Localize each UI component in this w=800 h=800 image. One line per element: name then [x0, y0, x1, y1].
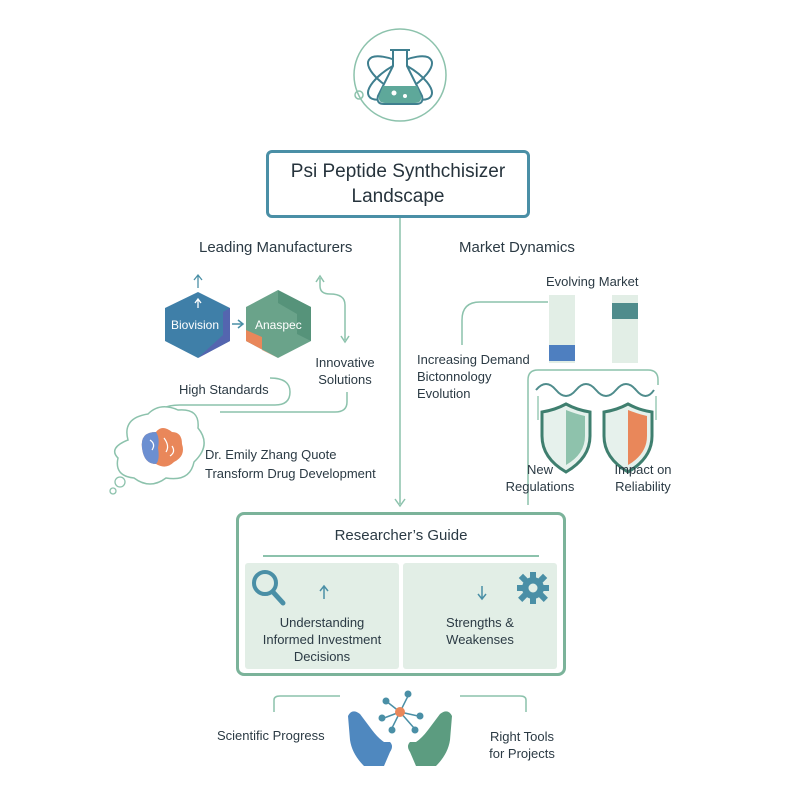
guide-divider — [263, 555, 539, 557]
quote-line-1: Dr. Emily Zhang Quote — [205, 447, 337, 462]
brain-thought-icon — [109, 406, 205, 495]
high-standards-label: High Standards — [179, 382, 269, 397]
down-arrow-icon — [477, 586, 487, 601]
impact-line-1: Impact on — [614, 462, 672, 477]
guide-left-line-2: Informed Investment — [262, 632, 382, 647]
new-regulations-line-1: New — [526, 462, 553, 477]
innovative-line-1: Innovative — [315, 355, 375, 370]
gear-icon — [517, 572, 549, 604]
biovision-label: Biovision — [171, 318, 220, 332]
guide-left-panel — [245, 563, 399, 669]
new-regulations-label: New Regulations — [500, 461, 580, 495]
demand-line-1: Increasing Demand — [417, 352, 530, 367]
hands-network-icon — [273, 690, 527, 766]
right-tools-label: Right Tools for Projects — [482, 728, 562, 762]
impact-line-2: Reliability — [615, 479, 671, 494]
researchers-guide-box: Researcher’s Guide — [236, 512, 566, 676]
evolving-market-label: Evolving Market — [546, 274, 639, 289]
right-tools-line-2: for Projects — [489, 746, 555, 761]
leading-manufacturers-heading: Leading Manufacturers — [199, 239, 353, 256]
anaspec-hexagon — [246, 290, 311, 358]
title-line-1: Psi Peptide Synthchisizer — [290, 161, 506, 182]
guide-left-line-3: Decisions — [293, 649, 351, 664]
innovative-solutions-label: Innovative Solutions — [308, 354, 382, 388]
title-box: Psi Peptide Synthchisizer Landscape — [266, 150, 530, 218]
guide-right-line-2: Weakenses — [446, 632, 514, 647]
flask-atom-icon — [353, 28, 447, 122]
scientific-progress-label: Scientific Progress — [217, 728, 325, 743]
guide-right-line-1: Strengths & — [446, 615, 514, 630]
guide-title: Researcher’s Guide — [334, 527, 468, 544]
market-bar-1 — [549, 295, 575, 363]
magnifier-icon — [252, 570, 286, 606]
shield-icon — [602, 402, 654, 474]
quote-label: Dr. Emily Zhang Quote Transform Drug Dev… — [205, 445, 376, 483]
new-regulations-line-2: Regulations — [505, 479, 575, 494]
guide-icons — [252, 570, 549, 606]
guide-right-text: Strengths & Weakenses — [403, 614, 557, 648]
impact-reliability-label: Impact on Reliability — [603, 461, 683, 495]
market-bar-2 — [612, 295, 638, 363]
anaspec-label: Anaspec — [255, 318, 302, 332]
demand-line-2: Bictonnology — [417, 369, 492, 384]
shield-icon — [540, 402, 592, 474]
demand-line-3: Evolution — [417, 386, 471, 401]
biovision-hexagon — [165, 292, 230, 358]
title-line-2: Landscape — [351, 186, 445, 207]
guide-left-line-1: Understanding — [279, 615, 365, 630]
right-tools-line-1: Right Tools — [489, 729, 555, 744]
up-arrow-icon — [319, 584, 329, 599]
increasing-demand-label: Increasing Demand Bictonnology Evolution — [417, 351, 530, 402]
innovative-line-2: Solutions — [318, 372, 372, 387]
market-dynamics-heading: Market Dynamics — [459, 239, 575, 256]
guide-left-text: Understanding Informed Investment Decisi… — [245, 614, 399, 665]
quote-line-2: Transform Drug Development — [205, 466, 376, 481]
